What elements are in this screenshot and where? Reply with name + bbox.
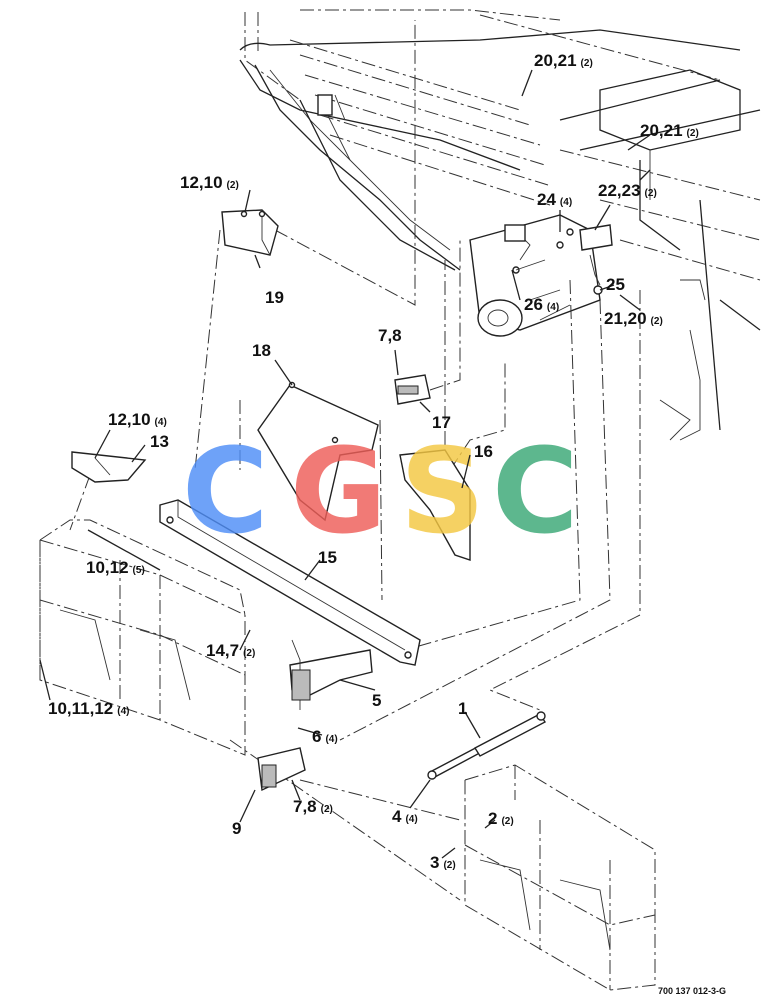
callout-10-12: 10,12(5) bbox=[86, 558, 145, 577]
part-19-bracket bbox=[221, 209, 279, 256]
machine-frame bbox=[239, 9, 761, 441]
callout-3: 3(2) bbox=[430, 853, 456, 872]
part-18-shield bbox=[257, 381, 379, 522]
part-1-gas-spring bbox=[427, 711, 546, 780]
part-16-plate bbox=[399, 449, 471, 561]
callout-12-10-top: 12,10(2) bbox=[180, 173, 239, 192]
callout-17: 17 bbox=[432, 413, 451, 432]
cgsc-watermark: C G S C bbox=[182, 422, 579, 560]
callout-1: 1 bbox=[458, 699, 467, 718]
part-9-bracket bbox=[257, 747, 306, 792]
callout-14-7: 14,7(2) bbox=[206, 641, 255, 660]
assembly-lines bbox=[69, 20, 641, 901]
right-storage-box bbox=[464, 764, 656, 991]
part-13-bracket bbox=[71, 451, 147, 483]
watermark-letter-g: G bbox=[290, 422, 387, 560]
callout-25: 25 bbox=[606, 275, 625, 294]
part-5-mount bbox=[289, 639, 373, 710]
watermark-letter-c1: C bbox=[182, 422, 269, 560]
callout-22-23: 22,23(2) bbox=[598, 181, 657, 200]
callout-5: 5 bbox=[372, 691, 381, 710]
callout-7-8-bottom: 7,8(2) bbox=[293, 797, 333, 816]
callout-10-11-12: 10,11,12(4) bbox=[48, 699, 129, 718]
part-15-channel bbox=[159, 499, 421, 666]
callout-16: 16 bbox=[474, 442, 493, 461]
callout-26: 26(4) bbox=[524, 295, 559, 314]
callout-20-21-top: 20,21(2) bbox=[534, 51, 593, 70]
callout-13: 13 bbox=[150, 432, 169, 451]
part-17-bracket bbox=[394, 374, 431, 405]
callout-4: 4(4) bbox=[392, 807, 418, 826]
callout-20-21-right: 20,21(2) bbox=[640, 121, 699, 140]
callout-24: 24(4) bbox=[537, 190, 572, 209]
callout-9: 9 bbox=[232, 819, 241, 838]
callout-15: 15 bbox=[318, 548, 337, 567]
callout-19: 19 bbox=[265, 288, 284, 307]
callout-leaders bbox=[39, 69, 651, 859]
document-number: 700 137 012-3-G bbox=[658, 986, 726, 996]
callout-12-10-left: 12,10(4) bbox=[108, 410, 167, 429]
watermark-letter-s: S bbox=[400, 422, 485, 560]
callout-7-8-top: 7,8 bbox=[378, 326, 402, 345]
callout-2: 2(2) bbox=[488, 809, 514, 828]
watermark-letter-c2: C bbox=[492, 422, 579, 560]
callout-18: 18 bbox=[252, 341, 271, 360]
callout-6: 6(4) bbox=[312, 727, 338, 746]
callout-21-20: 21,20(2) bbox=[604, 309, 663, 328]
callout-labels: 20,21(2) 20,21(2) 22,23(2) 24(4) 25 26(4… bbox=[48, 51, 699, 872]
left-storage-box bbox=[39, 519, 246, 756]
